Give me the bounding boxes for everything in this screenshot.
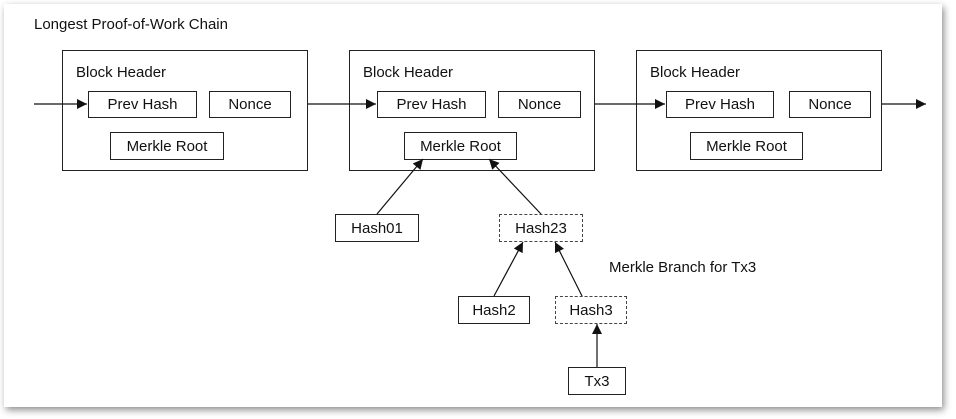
- nonce-box: Nonce: [209, 91, 291, 118]
- merkle-root-box: Merkle Root: [110, 132, 224, 160]
- block-header-1: Block Header Prev Hash Nonce Merkle Root: [62, 50, 308, 171]
- hash2-box: Hash2: [458, 296, 530, 324]
- arrow-hash23-to-root: [488, 158, 542, 215]
- arrow-hash3-to-hash23: [554, 241, 583, 297]
- prev-hash-box: Prev Hash: [88, 91, 197, 118]
- hash01-box: Hash01: [335, 214, 419, 242]
- prev-hash-box: Prev Hash: [666, 91, 774, 118]
- arrow-hash01-to-root: [376, 158, 424, 215]
- block-header-2: Block Header Prev Hash Nonce Merkle Root: [349, 50, 595, 171]
- nonce-box: Nonce: [789, 91, 871, 118]
- prev-hash-box: Prev Hash: [377, 91, 486, 118]
- arrow-hash2-to-hash23: [493, 241, 524, 297]
- block-header-label: Block Header: [76, 64, 167, 81]
- merkle-root-box: Merkle Root: [690, 132, 803, 160]
- merkle-root-box: Merkle Root: [404, 132, 517, 160]
- diagram-title: Longest Proof-of-Work Chain: [34, 16, 228, 33]
- merkle-branch-label: Merkle Branch for Tx3: [609, 259, 757, 276]
- hash23-box: Hash23: [499, 214, 583, 242]
- block-header-label: Block Header: [363, 64, 454, 81]
- tx3-box: Tx3: [568, 367, 626, 395]
- hash3-box: Hash3: [555, 296, 627, 324]
- block-header-3: Block Header Prev Hash Nonce Merkle Root: [636, 50, 882, 171]
- nonce-box: Nonce: [498, 91, 581, 118]
- block-header-label: Block Header: [650, 64, 741, 81]
